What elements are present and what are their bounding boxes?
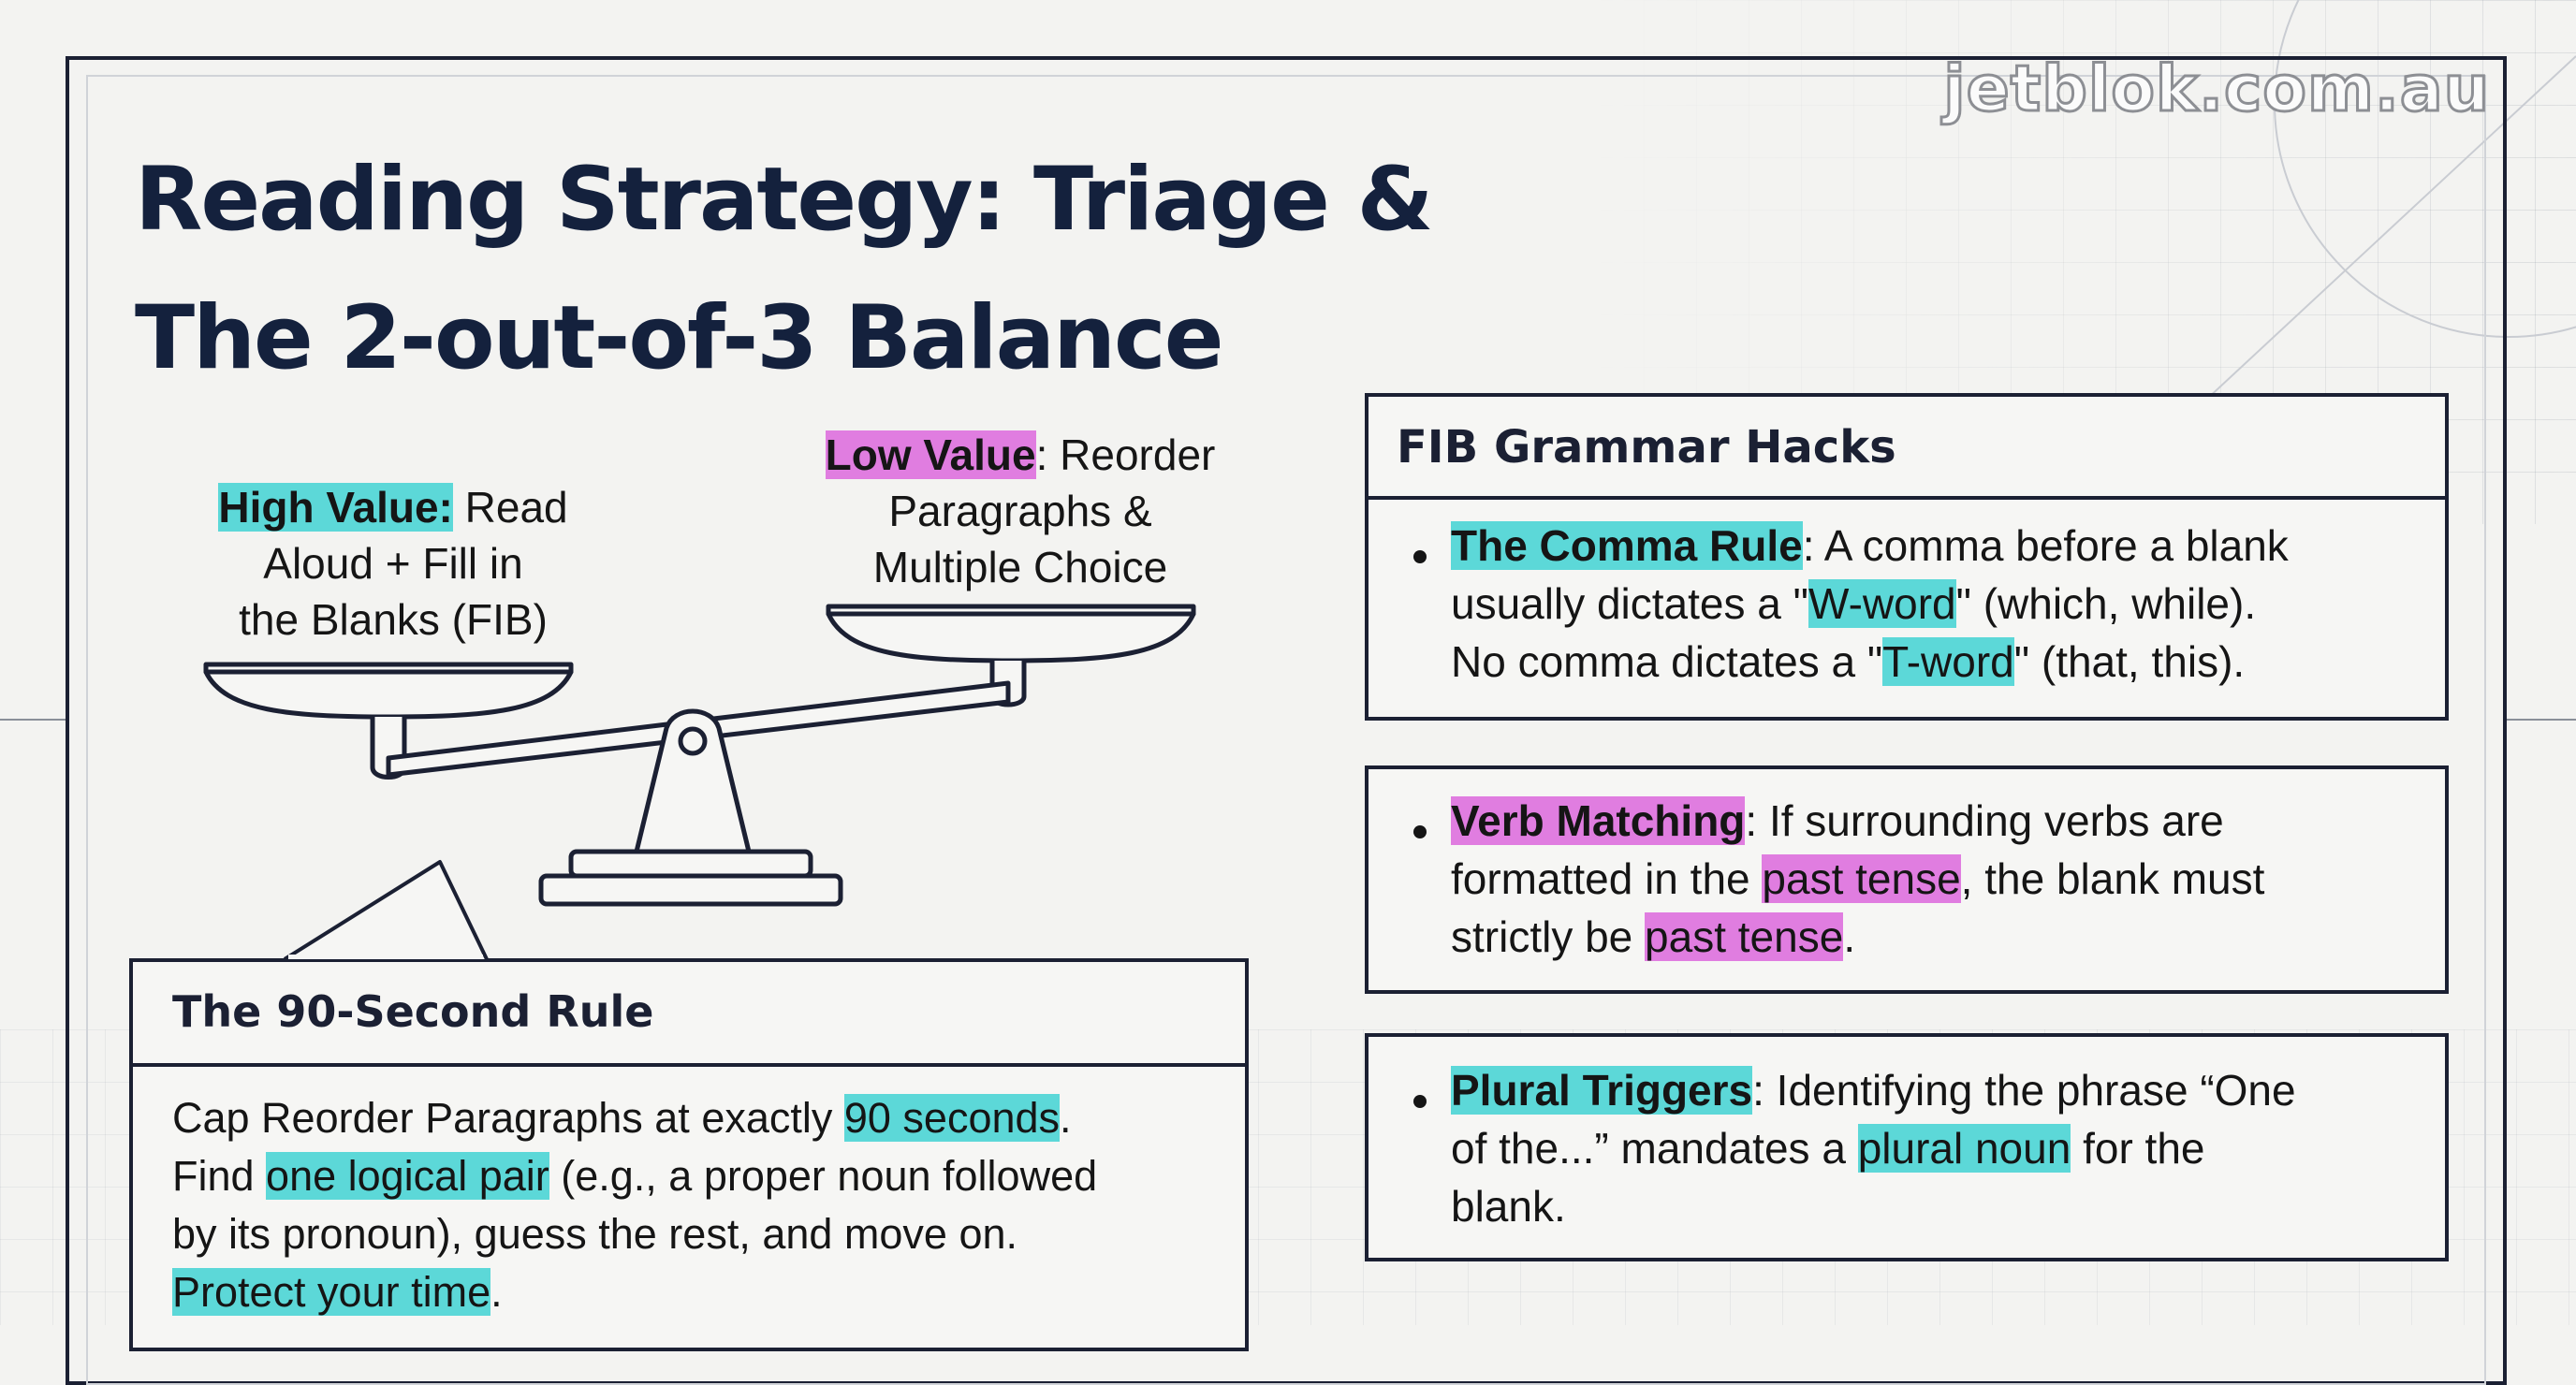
highlight-protect-time: Protect your time xyxy=(172,1268,491,1316)
fib-grammar-hacks-panel: FIB Grammar Hacks The Comma Rule: A comm… xyxy=(1365,393,2449,721)
plural-triggers-line: of the...” mandates a xyxy=(1451,1124,1858,1173)
left-guide-line xyxy=(0,719,66,721)
past-tense-highlight: past tense xyxy=(1645,912,1844,961)
low-value-label: Low Value: Reorder Paragraphs & Multiple… xyxy=(805,427,1236,595)
plural-noun-highlight: plural noun xyxy=(1857,1124,2071,1173)
highlight-logical-pair: one logical pair xyxy=(266,1152,549,1200)
low-value-text-3: Multiple Choice xyxy=(872,543,1168,591)
comma-rule-line: usually dictates a " xyxy=(1451,579,1808,628)
plural-triggers-line: for the xyxy=(2071,1124,2205,1173)
plural-triggers-panel: Plural Triggers: Identifying the phrase … xyxy=(1365,1033,2449,1261)
comma-rule-line: " (which, while). xyxy=(1955,579,2257,628)
high-value-text-2: Aloud + Fill in xyxy=(263,539,523,588)
panel-title: The 90-Second Rule xyxy=(172,986,654,1037)
rule-text: . xyxy=(490,1268,503,1316)
comma-rule-line: " (that, this). xyxy=(2013,637,2246,686)
verb-matching-line: . xyxy=(1843,912,1856,961)
comma-rule-line: : A comma before a blank xyxy=(1802,521,2289,570)
plural-triggers-line: blank. xyxy=(1451,1182,1566,1231)
bullet-icon xyxy=(1413,550,1427,563)
verb-matching-text: Verb Matching: If surrounding verbs are … xyxy=(1451,792,2264,966)
past-tense-highlight: past tense xyxy=(1762,854,1961,903)
comma-rule-line: No comma dictates a " xyxy=(1451,637,1883,686)
watermark: jetblok.com.au xyxy=(1942,51,2491,128)
verb-matching-line: , the blank must xyxy=(1960,854,2265,903)
rule-text: by its pronoun), guess the rest, and mov… xyxy=(172,1210,1018,1258)
fib-panel-title: FIB Grammar Hacks xyxy=(1397,421,1896,474)
bullet-icon xyxy=(1413,825,1427,838)
page-title: Reading Strategy: Triage & The 2-out-of-… xyxy=(135,131,1434,408)
rule-text: (e.g., a proper noun followed xyxy=(549,1152,1098,1200)
plural-triggers-highlight: Plural Triggers xyxy=(1451,1066,1753,1115)
comma-rule-highlight: The Comma Rule xyxy=(1451,521,1803,570)
highlight-90-seconds: 90 seconds xyxy=(843,1094,1061,1142)
plural-triggers-text: Plural Triggers: Identifying the phrase … xyxy=(1451,1061,2296,1235)
verb-matching-highlight: Verb Matching xyxy=(1451,796,1746,845)
verb-matching-line: strictly be xyxy=(1451,912,1646,961)
rule-text: Find xyxy=(172,1152,267,1200)
title-line-1: Reading Strategy: Triage & xyxy=(135,149,1434,251)
ninety-second-rule-panel: The 90-Second Rule Cap Reorder Paragraph… xyxy=(129,958,1249,1351)
high-value-label: High Value: Read Aloud + Fill in the Bla… xyxy=(178,479,608,648)
rule-text: Cap Reorder Paragraphs at exactly xyxy=(172,1094,844,1142)
verb-matching-panel: Verb Matching: If surrounding verbs are … xyxy=(1365,765,2449,994)
title-line-2: The 2-out-of-3 Balance xyxy=(135,287,1223,389)
high-value-highlight: High Value: xyxy=(218,483,453,532)
high-value-text-3: the Blanks (FIB) xyxy=(239,595,548,644)
panel-header: The 90-Second Rule xyxy=(133,962,1245,1067)
bullet-icon xyxy=(1413,1095,1427,1108)
low-value-text-1: : Reorder xyxy=(1035,430,1216,479)
plural-triggers-line: : Identifying the phrase “One xyxy=(1752,1066,2296,1115)
fib-panel-header: FIB Grammar Hacks xyxy=(1368,397,2445,500)
low-value-highlight: Low Value xyxy=(825,430,1036,479)
ninety-second-rule-body: Cap Reorder Paragraphs at exactly 90 sec… xyxy=(172,1089,1097,1321)
balance-scale-icon xyxy=(203,604,1196,907)
t-word-highlight: T-word xyxy=(1882,637,2014,686)
right-guide-line xyxy=(2507,719,2576,721)
low-value-text-2: Paragraphs & xyxy=(888,487,1152,535)
rule-text: . xyxy=(1060,1094,1072,1142)
callout-pointer xyxy=(283,860,489,959)
verb-matching-line: : If surrounding verbs are xyxy=(1745,796,2224,845)
comma-rule-text: The Comma Rule: A comma before a blank u… xyxy=(1451,517,2289,691)
verb-matching-line: formatted in the xyxy=(1451,854,1763,903)
high-value-text-1: Read xyxy=(452,483,568,532)
w-word-highlight: W-word xyxy=(1808,579,1956,628)
